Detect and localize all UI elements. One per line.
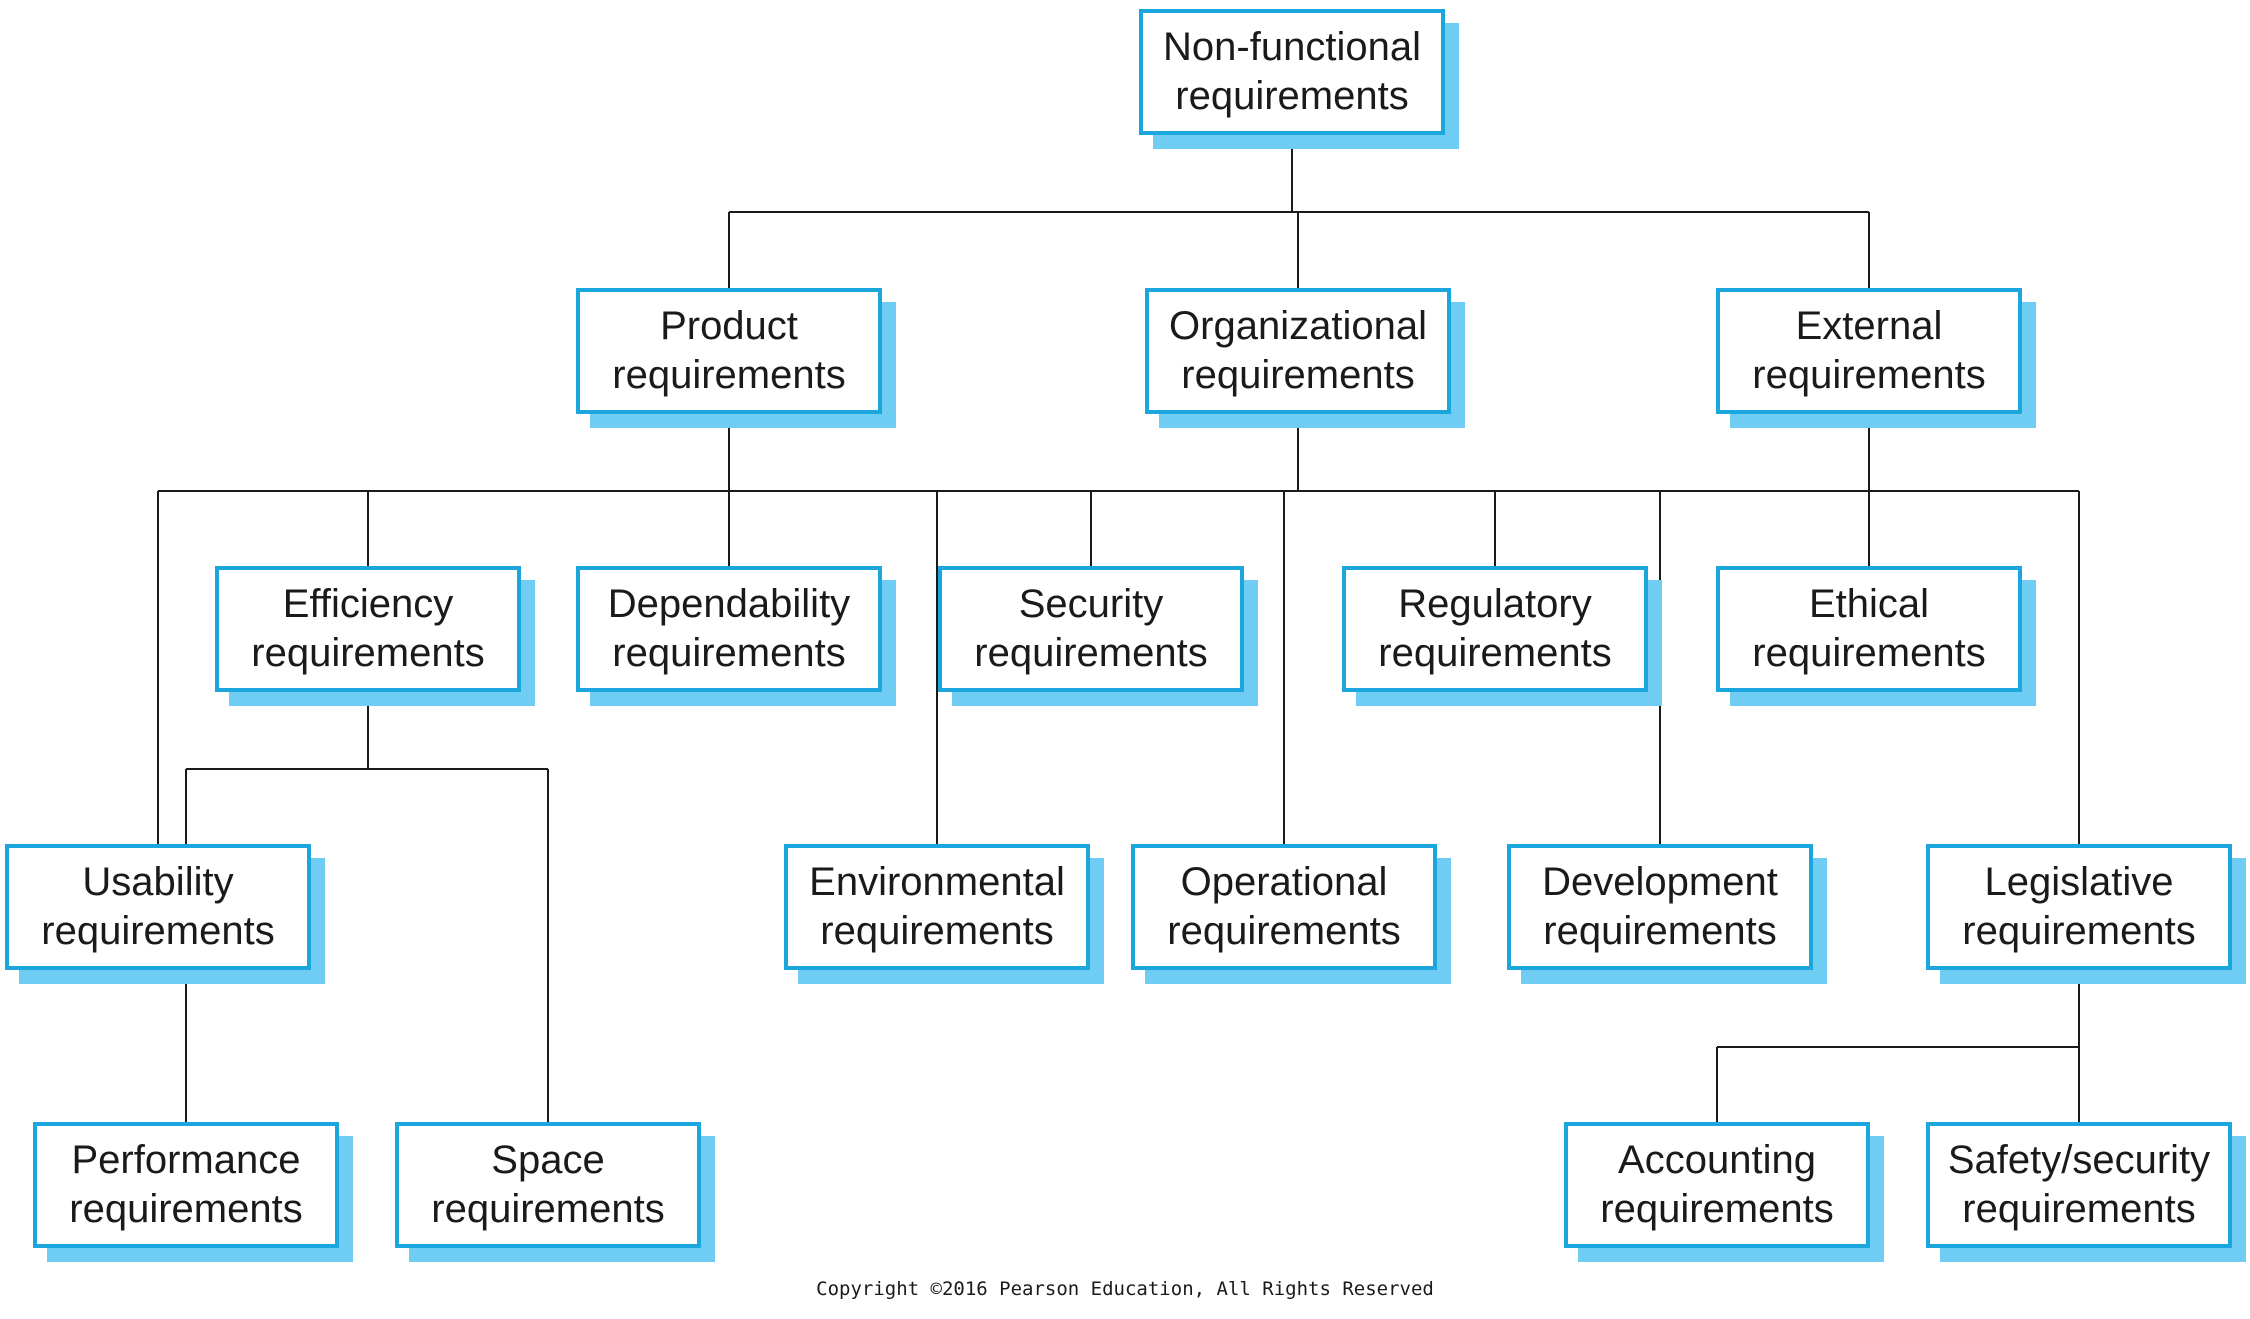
node-label-line1: Operational: [1180, 860, 1388, 904]
node-performance-requirements: Performance requirements: [33, 1122, 353, 1262]
node-label-line1: Development: [1542, 860, 1778, 904]
node-label-line2: requirements: [1962, 909, 2196, 953]
node-label-line1: Legislative: [1984, 860, 2174, 904]
node-product-requirements: Product requirements: [576, 288, 896, 428]
node-organizational-requirements: Organizational requirements: [1145, 288, 1465, 428]
node-box: Organizational requirements: [1145, 288, 1451, 414]
node-label-line2: requirements: [1752, 631, 1986, 675]
node-label-line2: requirements: [69, 1187, 303, 1231]
node-box: Regulatory requirements: [1342, 566, 1648, 692]
node-box: Security requirements: [938, 566, 1244, 692]
node-development-requirements: Development requirements: [1507, 844, 1827, 984]
node-label-line1: Safety/security: [1947, 1138, 2211, 1182]
node-label-line2: requirements: [431, 1187, 665, 1231]
node-environmental-requirements: Environmental requirements: [784, 844, 1104, 984]
node-label-line2: requirements: [612, 353, 846, 397]
node-box: Development requirements: [1507, 844, 1813, 970]
node-external-requirements: External requirements: [1716, 288, 2036, 428]
node-non-functional-requirements: Non-functional requirements: [1139, 9, 1459, 149]
node-box: Environmental requirements: [784, 844, 1090, 970]
node-label-line1: Regulatory: [1398, 582, 1592, 626]
node-label-line1: Usability: [82, 860, 234, 904]
node-efficiency-requirements: Efficiency requirements: [215, 566, 535, 706]
node-label-line1: Organizational: [1169, 304, 1427, 348]
copyright-notice: Copyright ©2016 Pearson Education, All R…: [816, 1278, 1434, 1300]
node-accounting-requirements: Accounting requirements: [1564, 1122, 1884, 1262]
node-usability-requirements: Usability requirements: [5, 844, 325, 984]
node-label-line2: requirements: [1962, 1187, 2196, 1231]
node-box: Safety/security requirements: [1926, 1122, 2232, 1248]
node-label-line2: requirements: [1752, 353, 1986, 397]
node-label-line1: Product: [660, 304, 798, 348]
node-label-line2: requirements: [251, 631, 485, 675]
node-box: Dependability requirements: [576, 566, 882, 692]
node-box: Space requirements: [395, 1122, 701, 1248]
node-label-line2: requirements: [1181, 353, 1415, 397]
node-box: Ethical requirements: [1716, 566, 2022, 692]
node-label-line2: requirements: [1378, 631, 1612, 675]
node-label-line1: Dependability: [607, 582, 851, 626]
node-label-line1: Efficiency: [282, 582, 454, 626]
node-box: Efficiency requirements: [215, 566, 521, 692]
node-label-line2: requirements: [1543, 909, 1777, 953]
node-safety-security-requirements: Safety/security requirements: [1926, 1122, 2246, 1262]
node-security-requirements: Security requirements: [938, 566, 1258, 706]
node-label-line1: Performance: [71, 1138, 301, 1182]
node-space-requirements: Space requirements: [395, 1122, 715, 1262]
node-box: Operational requirements: [1131, 844, 1437, 970]
node-box: Legislative requirements: [1926, 844, 2232, 970]
node-box: External requirements: [1716, 288, 2022, 414]
node-regulatory-requirements: Regulatory requirements: [1342, 566, 1662, 706]
node-label-line1: Security: [1018, 582, 1164, 626]
node-label-line2: requirements: [1167, 909, 1401, 953]
node-operational-requirements: Operational requirements: [1131, 844, 1451, 984]
node-label-line2: requirements: [1600, 1187, 1834, 1231]
node-box: Product requirements: [576, 288, 882, 414]
node-label-line1: Environmental: [809, 860, 1065, 904]
node-label-line2: requirements: [41, 909, 275, 953]
node-label-line2: requirements: [612, 631, 846, 675]
node-box: Accounting requirements: [1564, 1122, 1870, 1248]
node-ethical-requirements: Ethical requirements: [1716, 566, 2036, 706]
node-label-line2: requirements: [974, 631, 1208, 675]
node-box: Non-functional requirements: [1139, 9, 1445, 135]
node-box: Performance requirements: [33, 1122, 339, 1248]
node-label-line2: requirements: [820, 909, 1054, 953]
node-label-line1: Accounting: [1618, 1138, 1816, 1182]
node-label-line2: requirements: [1175, 74, 1409, 118]
node-box: Usability requirements: [5, 844, 311, 970]
node-dependability-requirements: Dependability requirements: [576, 566, 896, 706]
node-label-line1: Ethical: [1808, 582, 1930, 626]
node-label-line1: External: [1795, 304, 1943, 348]
node-label-line1: Space: [491, 1138, 605, 1182]
node-legislative-requirements: Legislative requirements: [1926, 844, 2246, 984]
node-label-line1: Non-functional: [1163, 25, 1421, 69]
